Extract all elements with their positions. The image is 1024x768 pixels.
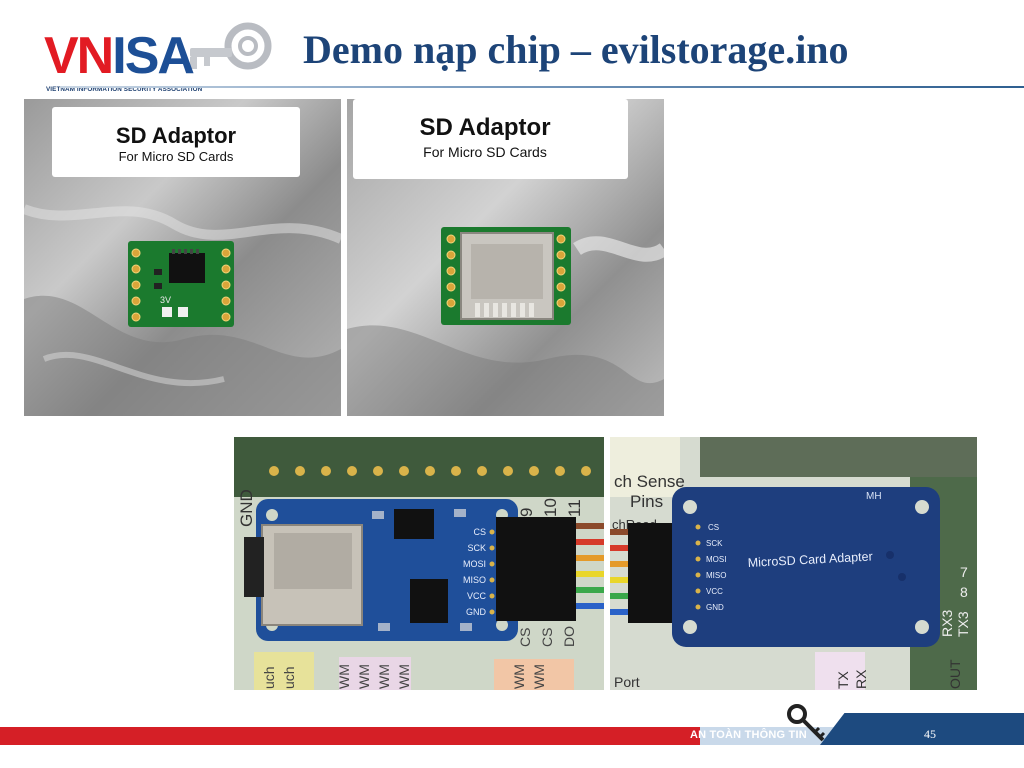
- footer-bar-blue: [820, 713, 1024, 745]
- logo-text-red: VN: [44, 27, 114, 85]
- pin-label: VCC: [467, 591, 487, 601]
- photo-microsd-module-front: GND 9 10 11 uch uch WM WM WM WM WM WM CS…: [234, 437, 604, 690]
- key-icon: [190, 22, 272, 70]
- page-number: 45: [924, 727, 936, 741]
- sd-slot-pcb: [441, 227, 571, 325]
- label-subtitle: For Micro SD Cards: [423, 144, 547, 160]
- footer-bar-red: [0, 727, 700, 745]
- bg-label: 8: [960, 584, 968, 600]
- pin-label: MOSI: [706, 555, 726, 564]
- label-title: SD Adaptor: [116, 123, 237, 148]
- bg-label: uch: [261, 666, 277, 689]
- label-title: SD Adaptor: [419, 114, 550, 141]
- bg-label: Pins: [630, 492, 663, 511]
- silk-3v: 3V: [160, 295, 171, 305]
- pin-label: SCK: [706, 539, 723, 548]
- blue-module-board: CS SCK MOSI MISO VCC GND: [244, 499, 518, 641]
- photo-sd-adaptor-front: SD Adaptor For Micro SD Cards 3V: [24, 99, 341, 416]
- footer-label: AN TOÀN THÔNG TIN: [690, 729, 807, 741]
- bg-label: WM: [531, 664, 547, 689]
- pin-label: CS: [708, 523, 719, 532]
- photo-microsd-module-back: ch Sense Pins chRead TX RX RX3 TX3 OUT P…: [610, 437, 977, 690]
- key-icon: [787, 704, 826, 742]
- bg-label: WM: [511, 664, 527, 689]
- board-mark: MH: [866, 491, 882, 502]
- pin-label: MISO: [463, 575, 486, 585]
- bg-label: ch Sense: [614, 472, 685, 491]
- bg-label: CS: [539, 628, 555, 647]
- blue-module-board: MH MicroSD Card Adapter CS SCK MOSI MISO…: [672, 487, 940, 647]
- bg-label: WM: [336, 664, 352, 689]
- green-pcb: 3V: [128, 241, 234, 327]
- bg-label: GND: [237, 489, 256, 527]
- pin-label: SCK: [467, 543, 486, 553]
- bg-label: uch: [281, 666, 297, 689]
- pin-label: MOSI: [463, 559, 486, 569]
- photo-sd-adaptor-back: SD Adaptor For Micro SD Cards: [347, 99, 664, 416]
- header-divider: [60, 86, 1024, 88]
- bg-label: TX: [835, 670, 851, 689]
- bg-label: DO: [561, 626, 577, 647]
- bg-label: WM: [376, 664, 392, 689]
- bg-label: 7: [960, 564, 968, 580]
- bg-label: OUT: [947, 659, 963, 689]
- bg-label: WM: [356, 664, 372, 689]
- bg-label: Port: [614, 674, 640, 690]
- bg-label: CS: [517, 628, 533, 647]
- pin-label: GND: [706, 603, 724, 612]
- jumper-wires: [496, 517, 604, 621]
- bg-label: TX3: [955, 611, 971, 637]
- logo-text-blue: ISA: [112, 27, 195, 85]
- pin-label: GND: [466, 607, 487, 617]
- jumper-wires: [610, 523, 674, 623]
- label-subtitle: For Micro SD Cards: [119, 149, 234, 164]
- pin-label: VCC: [706, 587, 723, 596]
- board-label: MicroSD Card Adapter: [747, 549, 873, 570]
- bg-label: RX: [853, 669, 869, 689]
- vnisa-logo: VNISA VIETNAM INFORMATION SECURITY ASSOC…: [40, 18, 280, 98]
- bg-label: RX3: [939, 610, 955, 637]
- bg-label: 10: [541, 498, 560, 517]
- logo-wordmark: VNISA: [44, 27, 195, 85]
- bg-label: WM: [396, 664, 412, 689]
- slide-title: Demo nạp chip – evilstorage.ino: [303, 27, 849, 72]
- pin-label: CS: [473, 527, 486, 537]
- bg-label: 11: [565, 499, 584, 517]
- pin-label: MISO: [706, 571, 726, 580]
- bg-label: 9: [517, 508, 536, 517]
- footer-bar-light: [700, 727, 840, 745]
- logo-subtitle: VIETNAM INFORMATION SECURITY ASSOCIATION: [46, 86, 203, 93]
